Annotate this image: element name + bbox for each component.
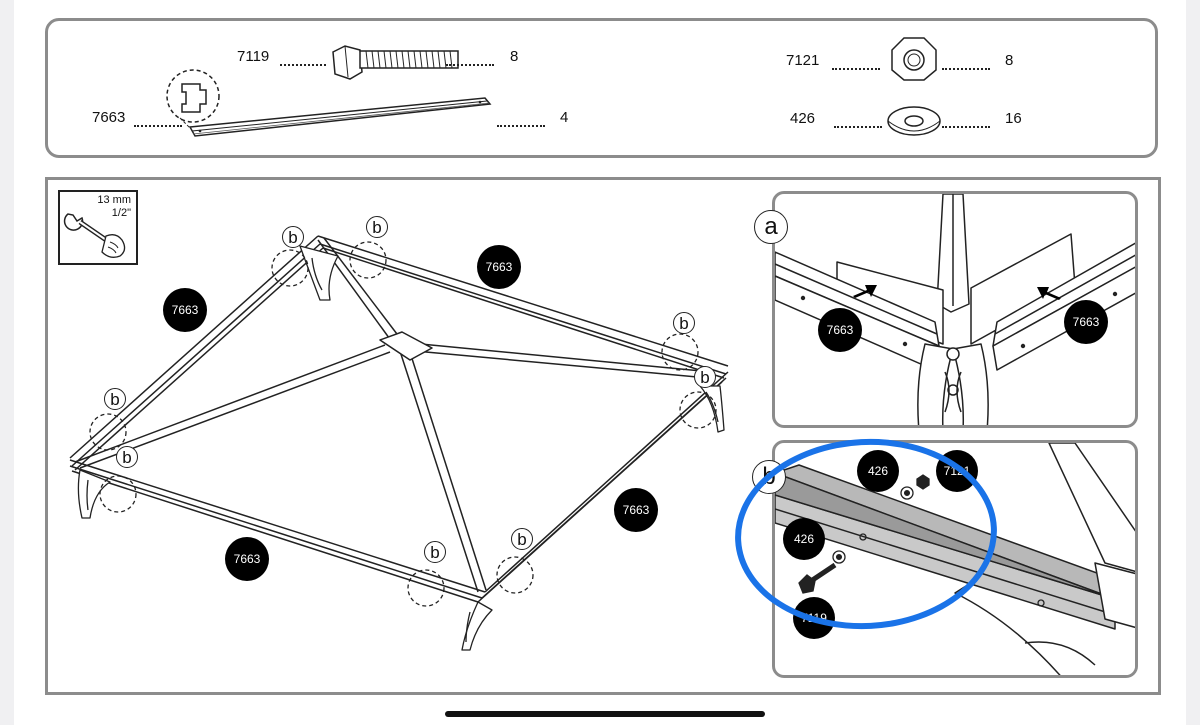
rail-leader-right — [497, 125, 545, 127]
detail-b-washer-left-label: 426 — [783, 518, 825, 560]
rail-qty-label: 4 — [560, 109, 569, 126]
nut-code-label: 7121 — [786, 52, 820, 69]
washer-leader-right — [942, 126, 990, 128]
b-marker: b — [694, 366, 716, 388]
b-marker: b — [104, 388, 126, 410]
callout-circles — [89, 241, 717, 607]
rail-label-back-left: 7663 — [163, 288, 207, 332]
detail-a-letter: a — [754, 210, 788, 244]
washer-code-label: 426 — [790, 110, 816, 127]
washer-leader-left — [834, 126, 882, 128]
rail-front-right — [477, 371, 729, 603]
tool-size-mm: 13 mm — [97, 194, 131, 206]
b-marker: b — [282, 226, 304, 248]
detail-b-nut-label: 7121 — [936, 450, 978, 492]
home-indicator[interactable] — [445, 711, 765, 717]
bolt-leader-right — [446, 64, 494, 66]
rail-label-front-right: 7663 — [614, 488, 658, 532]
rail-back-right — [317, 235, 729, 379]
screen-edge-right — [1186, 0, 1200, 725]
screen-edge-left — [0, 0, 14, 725]
detail-b-panel — [772, 440, 1138, 678]
detail-a-right-rail-label: 7663 — [1064, 300, 1108, 344]
detail-a-left-rail-label: 7663 — [818, 308, 862, 352]
b-marker: b — [511, 528, 533, 550]
b-marker: b — [366, 216, 388, 238]
rail-leader-left — [134, 125, 182, 127]
bolt-leader-left — [280, 64, 326, 66]
rail-code-label: 7663 — [92, 109, 126, 126]
washer-426-drawing — [887, 106, 941, 136]
washer-qty-label: 16 — [1005, 110, 1022, 127]
nut-leader-left — [832, 68, 880, 70]
parts-panel — [45, 18, 1158, 158]
nut-7121-drawing — [891, 37, 937, 81]
bolt-7119-drawing — [332, 45, 459, 80]
bolt-code-label: 7119 — [237, 48, 270, 65]
b-marker: b — [673, 312, 695, 334]
detail-b-drawing — [775, 443, 1135, 675]
detail-b-washer-top-label: 426 — [857, 450, 899, 492]
rail-label-front-left: 7663 — [225, 537, 269, 581]
wrench-icon — [63, 213, 126, 258]
tool-size-in: 1/2" — [111, 207, 131, 219]
detail-a-panel — [772, 191, 1138, 428]
rail-back-left — [69, 235, 324, 471]
rail-7663-drawing — [166, 69, 492, 137]
b-marker: b — [424, 541, 446, 563]
detail-b-letter: b — [752, 460, 786, 494]
detail-b-bolt-label: 7119 — [793, 597, 835, 639]
wrench-tool-box: 13 mm 1/2" — [58, 190, 138, 265]
hip-rafters — [74, 237, 713, 593]
rail-label-back-right: 7663 — [477, 245, 521, 289]
b-marker: b — [116, 446, 138, 468]
bolt-qty-label: 8 — [510, 48, 519, 65]
detail-a-drawing — [775, 194, 1135, 425]
nut-qty-label: 8 — [1005, 52, 1014, 69]
nut-leader-right — [942, 68, 990, 70]
detail-b-bolt — [798, 562, 837, 594]
rail-front-left — [69, 459, 486, 603]
corner-brackets — [77, 245, 725, 651]
